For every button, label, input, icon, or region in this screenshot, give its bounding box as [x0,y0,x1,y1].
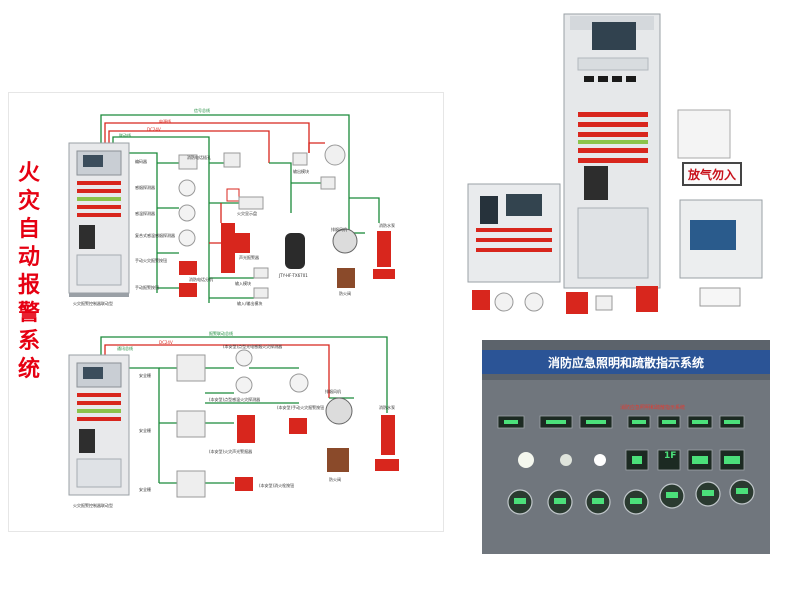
upper-device-label-output-module: 输出模块 [293,169,309,174]
lower-bus-label-dc24v: DC24V [159,340,173,345]
lower-device-label-damper: 防火阀 [329,477,341,482]
lower-bus-label-link: 报警联动总线 [209,331,233,336]
upper-device-label-encoder: 编码器 [135,159,147,164]
upper-bus-label-link: 联动线 [119,133,131,138]
upper-bus-lines [100,114,380,303]
no-entry-sign-text: 放气勿入 [687,167,736,182]
lower-controller-caption: 火灾报警控制器联动型 [73,503,113,508]
lower-device-label-fan: 排烟风机 [325,389,341,394]
upper-device-label-pump: 消防水泵 [379,223,395,228]
upper-device-label-io-module: 输入/输出模块 [237,301,263,306]
product-illustration [467,13,763,314]
diagram-lines [68,114,399,498]
title-char: 火 [17,161,40,186]
lower-device-label-barrier-3: 安全栅 [139,487,151,492]
title-char: 警 [17,301,40,326]
title-char: 自 [17,217,40,242]
upper-device-label-fan: 排烟风机 [331,227,347,232]
lower-device-label-barrier-2: 安全栅 [139,428,151,433]
lower-bus-label-comm: 通讯总线 [117,346,133,351]
lower-controller-cabinet [68,354,130,496]
upper-device-label-phone-ext: 消防电话分机 [189,277,213,282]
upper-device-label-damper: 防火阀 [339,291,351,296]
vertical-title: 火 灾 自 动 报 警 系 统 [14,160,44,384]
fire-alarm-system-diagram: 信号总线 DC24V 电源线 联动线 火灾报警控制器联动型 编码器 感烟探测器 … [8,92,444,532]
lower-devices [176,349,399,498]
lower-device-label-manual: (本安型)手动火灾报警按钮 [277,405,325,410]
upper-bus-label-dc24v: DC24V [147,127,161,132]
title-char: 报 [17,273,40,298]
upper-controller-cabinet [68,142,130,297]
upper-bus-label-power: 电源线 [159,119,171,124]
title-char: 灾 [17,189,40,214]
lighting-inner-title: 消防应急照明和疏散指示系统 [620,405,686,411]
upper-device-label-manual-button: 手动报警按钮 [135,285,159,290]
title-char: 统 [17,357,40,382]
upper-device-label-heat: 感温探测器 [135,211,155,216]
upper-bus-label-signal: 信号总线 [194,108,210,113]
title-char: 动 [17,245,40,270]
emergency-lighting-photo: 消防应急照明和疏散指示系统 消防应急照明和疏散指示系统 1F [482,340,770,554]
lighting-illustration [482,340,770,554]
upper-device-label-sounder: 声光报警器 [239,255,259,260]
lower-device-label-heat: (本安型)点型感温火灾探测器 [209,397,261,402]
upper-controller-caption: 火灾报警控制器联动型 [73,301,113,306]
lower-device-label-barrier-1: 安全栅 [139,373,151,378]
title-char: 系 [17,329,40,354]
upper-device-label-input-module: 输入模块 [235,281,251,286]
upper-device-label-smoke: 感烟探测器 [135,185,155,190]
upper-device-label-display: 火灾显示盘 [237,211,257,216]
lower-device-label-sounder: (本安型)火灾声光警报器 [209,449,253,454]
upper-devices [178,144,395,299]
lower-bus-lines [100,336,388,484]
product-photo [466,8,766,322]
upper-device-label-phone-jack: 消防电话插孔 [187,155,211,160]
lighting-banner-text: 消防应急照明和疏散指示系统 [547,355,704,370]
no-entry-sign: 放气勿入 [682,162,742,186]
lighting-banner: 消防应急照明和疏散指示系统 [482,350,770,374]
upper-device-label-model: JTY-HF-TX6701 [279,273,308,278]
lower-device-label-hydrant: (本安型)消火栓按钮 [259,483,295,488]
upper-device-label-combo: 复合式感温感烟探测器 [135,233,175,238]
lower-device-label-pump: 消防水泵 [379,405,395,410]
floor-sign-text: 1F [664,451,677,461]
upper-device-label-manual-alarm: 手动火灾报警按钮 [135,258,167,263]
lower-device-label-smoke: (本安型)点型光电感烟火灾探测器 [223,344,283,349]
